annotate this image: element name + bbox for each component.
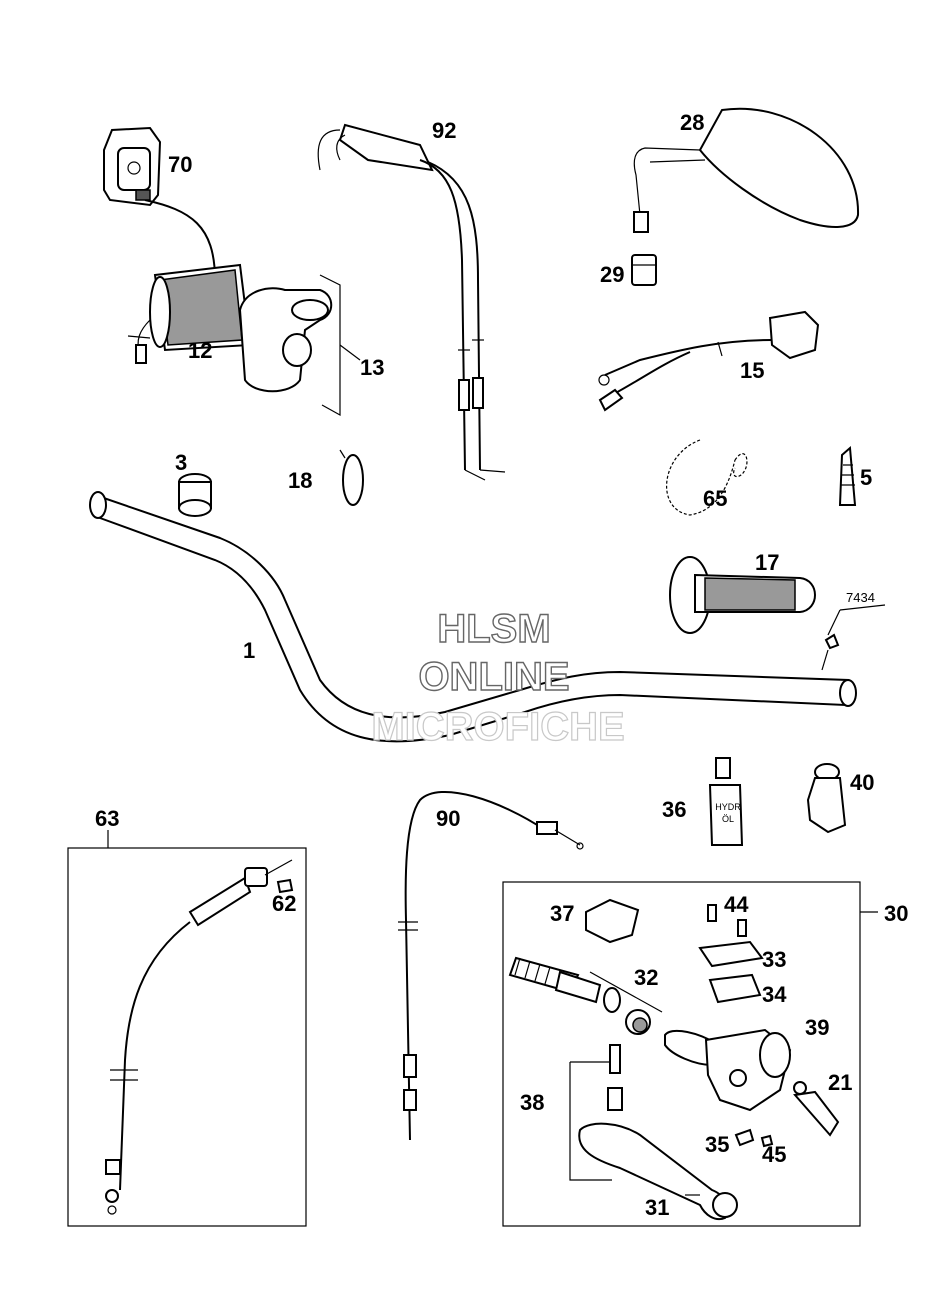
part-30-box bbox=[502, 881, 878, 1227]
part-33-lid bbox=[698, 940, 764, 968]
part-31-brake-lever bbox=[578, 1122, 738, 1221]
bottle-label-line2: ÖL bbox=[722, 814, 734, 824]
callout-92: 92 bbox=[432, 118, 456, 143]
bottle-label-line1: HYDR bbox=[715, 802, 741, 812]
part-15-switch bbox=[598, 310, 820, 412]
callout-21: 21 bbox=[828, 1070, 852, 1095]
callout-30: 30 bbox=[884, 901, 908, 926]
part-92-throttle-cables bbox=[317, 123, 506, 481]
callout-65: 65 bbox=[703, 486, 727, 511]
part-5-cable-end bbox=[838, 445, 857, 506]
watermark-line1: HLSM bbox=[437, 607, 550, 651]
part-90-cable bbox=[398, 791, 584, 1141]
callout-90: 90 bbox=[436, 806, 460, 831]
part-63-box bbox=[67, 830, 307, 1227]
callout-36: 36 bbox=[662, 797, 686, 822]
callout-62: 62 bbox=[272, 891, 296, 916]
part-13-throttle-housing bbox=[238, 274, 361, 417]
part-18-cable-tie bbox=[339, 449, 364, 506]
part-38-bolt bbox=[569, 1044, 623, 1181]
part-35-pin bbox=[734, 1128, 755, 1147]
callout-35: 35 bbox=[705, 1132, 729, 1157]
part-70-kill-switch bbox=[103, 126, 216, 281]
callout-labels: 70 92 28 29 12 13 15 3 18 65 5 17 7434 1… bbox=[95, 110, 908, 1220]
watermark-line3: MICROFICHE bbox=[371, 705, 624, 749]
watermark-line2: ONLINE bbox=[418, 655, 569, 699]
callout-31: 31 bbox=[645, 1195, 669, 1220]
callout-17: 17 bbox=[755, 550, 779, 575]
callout-38: 38 bbox=[520, 1090, 544, 1115]
callout-28: 28 bbox=[680, 110, 704, 135]
callout-34: 34 bbox=[762, 982, 787, 1007]
part-39-master-cylinder bbox=[664, 1028, 792, 1112]
part-44-screws bbox=[707, 904, 747, 937]
part-29-mirror-adapter bbox=[631, 254, 657, 286]
callout-7434: 7434 bbox=[846, 590, 875, 605]
part-17-grip bbox=[669, 556, 816, 634]
part-34-diaphragm bbox=[708, 973, 762, 1004]
part-36-hydraulic-oil-bottle: HYDR ÖL bbox=[708, 757, 744, 846]
callout-13: 13 bbox=[360, 355, 384, 380]
callout-5: 5 bbox=[860, 465, 872, 490]
part-45-screw bbox=[760, 1134, 774, 1148]
part-37-cover bbox=[585, 898, 640, 944]
callout-45: 45 bbox=[762, 1142, 786, 1167]
part-7434-cap bbox=[821, 604, 886, 671]
callout-39: 39 bbox=[805, 1015, 829, 1040]
callout-63: 63 bbox=[95, 806, 119, 831]
part-65-rings bbox=[666, 439, 748, 516]
part-62-nut bbox=[276, 878, 294, 894]
part-21-lever-small bbox=[793, 1081, 840, 1137]
callout-3: 3 bbox=[175, 450, 187, 475]
watermark: HLSM ONLINE MICROFICHE bbox=[371, 606, 626, 749]
callout-32: 32 bbox=[634, 965, 658, 990]
callout-70: 70 bbox=[168, 152, 192, 177]
part-1-handlebar bbox=[89, 491, 857, 743]
callout-37: 37 bbox=[550, 901, 574, 926]
callout-29: 29 bbox=[600, 262, 624, 287]
part-12-throttle-grip bbox=[127, 263, 252, 364]
callout-33: 33 bbox=[762, 947, 786, 972]
part-40-clamp bbox=[806, 763, 847, 834]
callout-40: 40 bbox=[850, 770, 874, 795]
part-32-piston-kit bbox=[508, 956, 663, 1035]
callout-15: 15 bbox=[740, 358, 764, 383]
callout-1: 1 bbox=[243, 638, 255, 663]
callout-44: 44 bbox=[724, 892, 749, 917]
part-28-mirror bbox=[633, 107, 860, 233]
callout-18: 18 bbox=[288, 468, 312, 493]
part-3-bushing bbox=[178, 473, 212, 517]
callout-12: 12 bbox=[188, 338, 212, 363]
